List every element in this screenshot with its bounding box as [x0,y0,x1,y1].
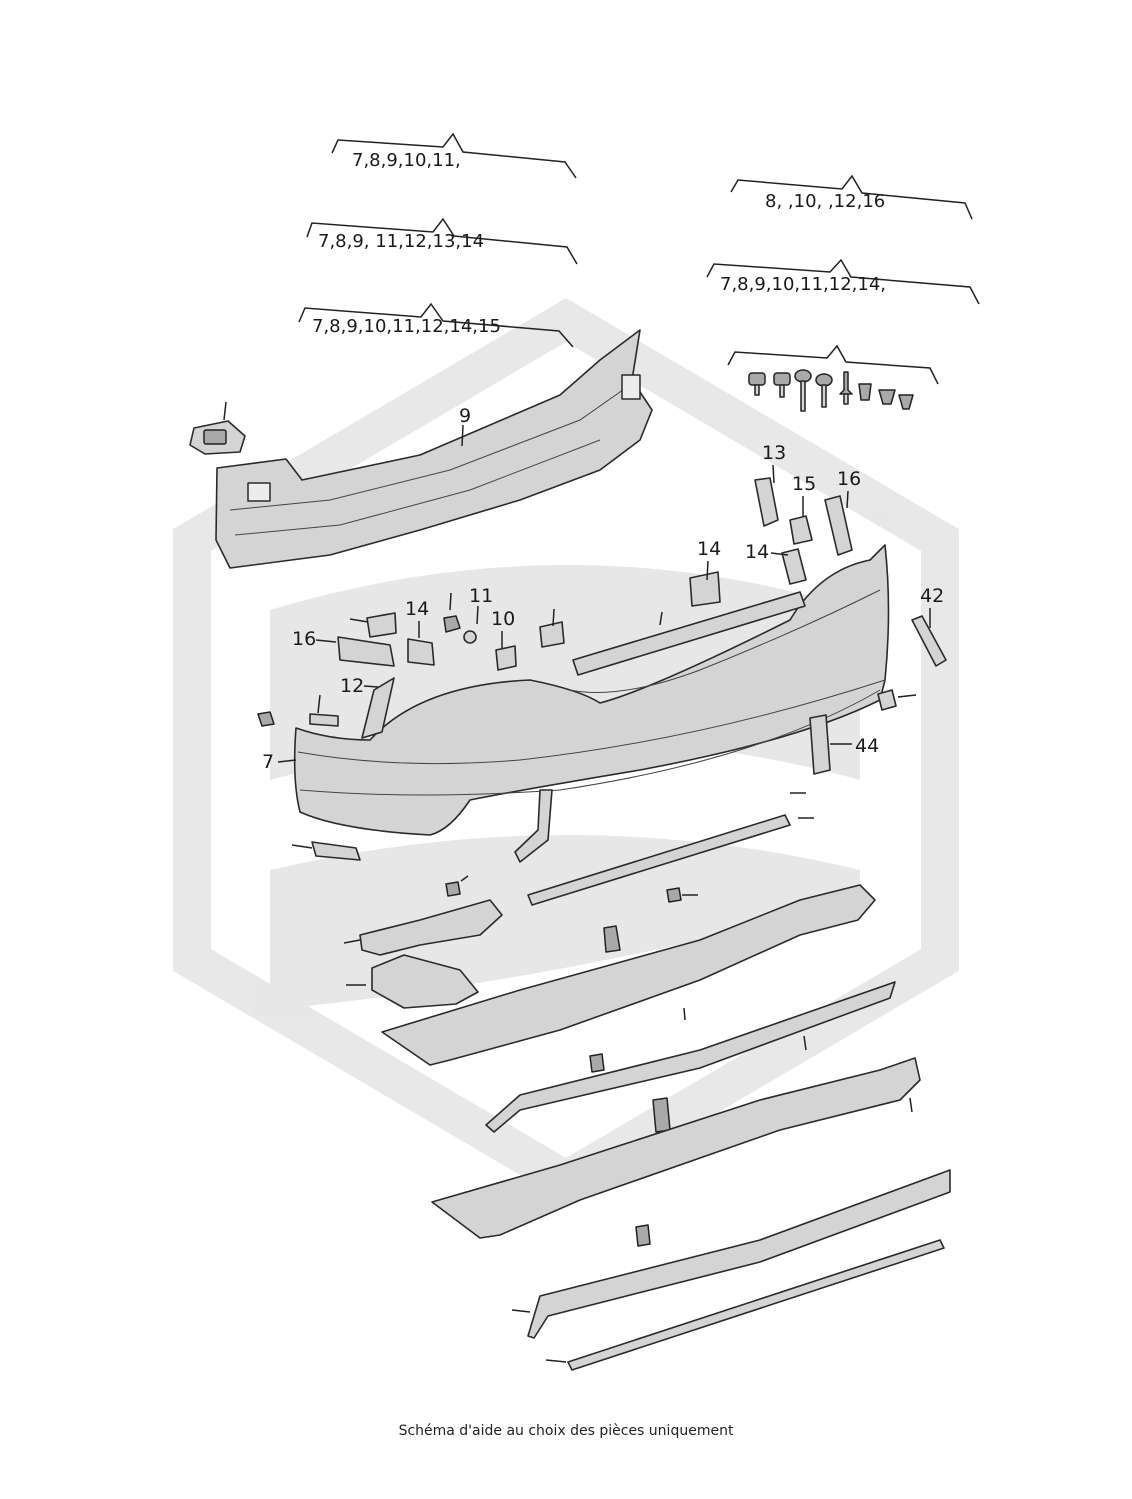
side-bracket-mid [514,789,553,863]
screw-mid-1 [445,881,461,897]
part-44 [809,714,831,775]
part-cap-right [877,689,897,711]
part-13 [754,477,779,527]
exhaust-tip-cover [371,954,479,1009]
callout-15: 15 [792,473,816,495]
group-label-3: 7,8,9,10,11,12,14,15 [312,316,501,337]
side-mount-bracket [359,899,503,956]
bottom-trim-strip [567,1239,945,1371]
clip-bolt-1 [603,925,621,953]
callout-9: 9 [459,405,471,427]
group-bracket-3: 7,8,9,10,11,12,14,15 [298,302,574,348]
part-14-right [781,548,807,585]
part-washer [463,630,477,644]
part-15 [789,515,813,545]
fastener-set [748,369,914,412]
group-label-2: 7,8,9, 11,12,13,14 [318,231,484,252]
callout-42: 42 [920,585,944,607]
callout-12: 12 [340,675,364,697]
lower-trim-strip [527,814,791,906]
callout-13: 13 [762,442,786,464]
callout-14c: 14 [405,598,429,620]
grille-lower-2 [527,1169,951,1339]
caption: Schéma d'aide au choix des pièces unique… [398,1423,734,1439]
impact-absorber-part [215,329,653,569]
group-label-4: 8, ,10, ,12,16 [765,191,885,212]
group-label-5: 7,8,9,10,11,12,14, [720,274,886,295]
group-bracket-4: 8, ,10, ,12,16 [730,174,973,220]
part-11-nut [443,615,461,633]
part-14-center [689,571,721,607]
part-16-left [337,636,395,667]
callout-44: 44 [855,735,879,757]
screw-mid-2 [666,887,682,903]
sensor-bracket-part [189,401,246,455]
group-bracket-screws [727,344,939,385]
reflector-left [311,841,361,861]
callout-7: 7 [262,751,274,773]
callout-11: 11 [469,585,493,607]
group-bracket-2: 7,8,9, 11,12,13,14 [306,217,578,265]
part-small-strip [309,713,339,727]
screw-lower [635,1224,651,1247]
part-14-left [407,638,435,666]
callout-14b: 14 [745,541,769,563]
diffuser-lower [431,1057,921,1239]
callout-16a: 16 [837,468,861,490]
part-clip-1 [366,612,397,638]
diffuser-upper [381,884,876,1066]
screw-left [257,711,275,727]
part-clip-2 [539,621,565,648]
callouts: 9 13 15 16 14 14 42 11 14 10 16 12 7 44 [262,405,944,1363]
part-16-right [824,495,853,556]
upper-trim-strip [572,591,806,676]
callout-16b: 16 [292,628,316,650]
group-bracket-1: 7,8,9,10,11, [331,132,577,179]
screw-mid-3 [589,1053,605,1073]
group-bracket-5: 7,8,9,10,11,12,14, [706,258,980,305]
part-10 [495,645,517,671]
group-label-1: 7,8,9,10,11, [352,150,461,171]
grille-lower-1 [485,981,896,1133]
clip-bolt-2 [652,1097,671,1133]
part-12 [361,677,395,739]
callout-10: 10 [491,608,515,630]
callout-14a: 14 [697,538,721,560]
bumper-cover-part [293,544,890,836]
part-42 [911,615,947,667]
